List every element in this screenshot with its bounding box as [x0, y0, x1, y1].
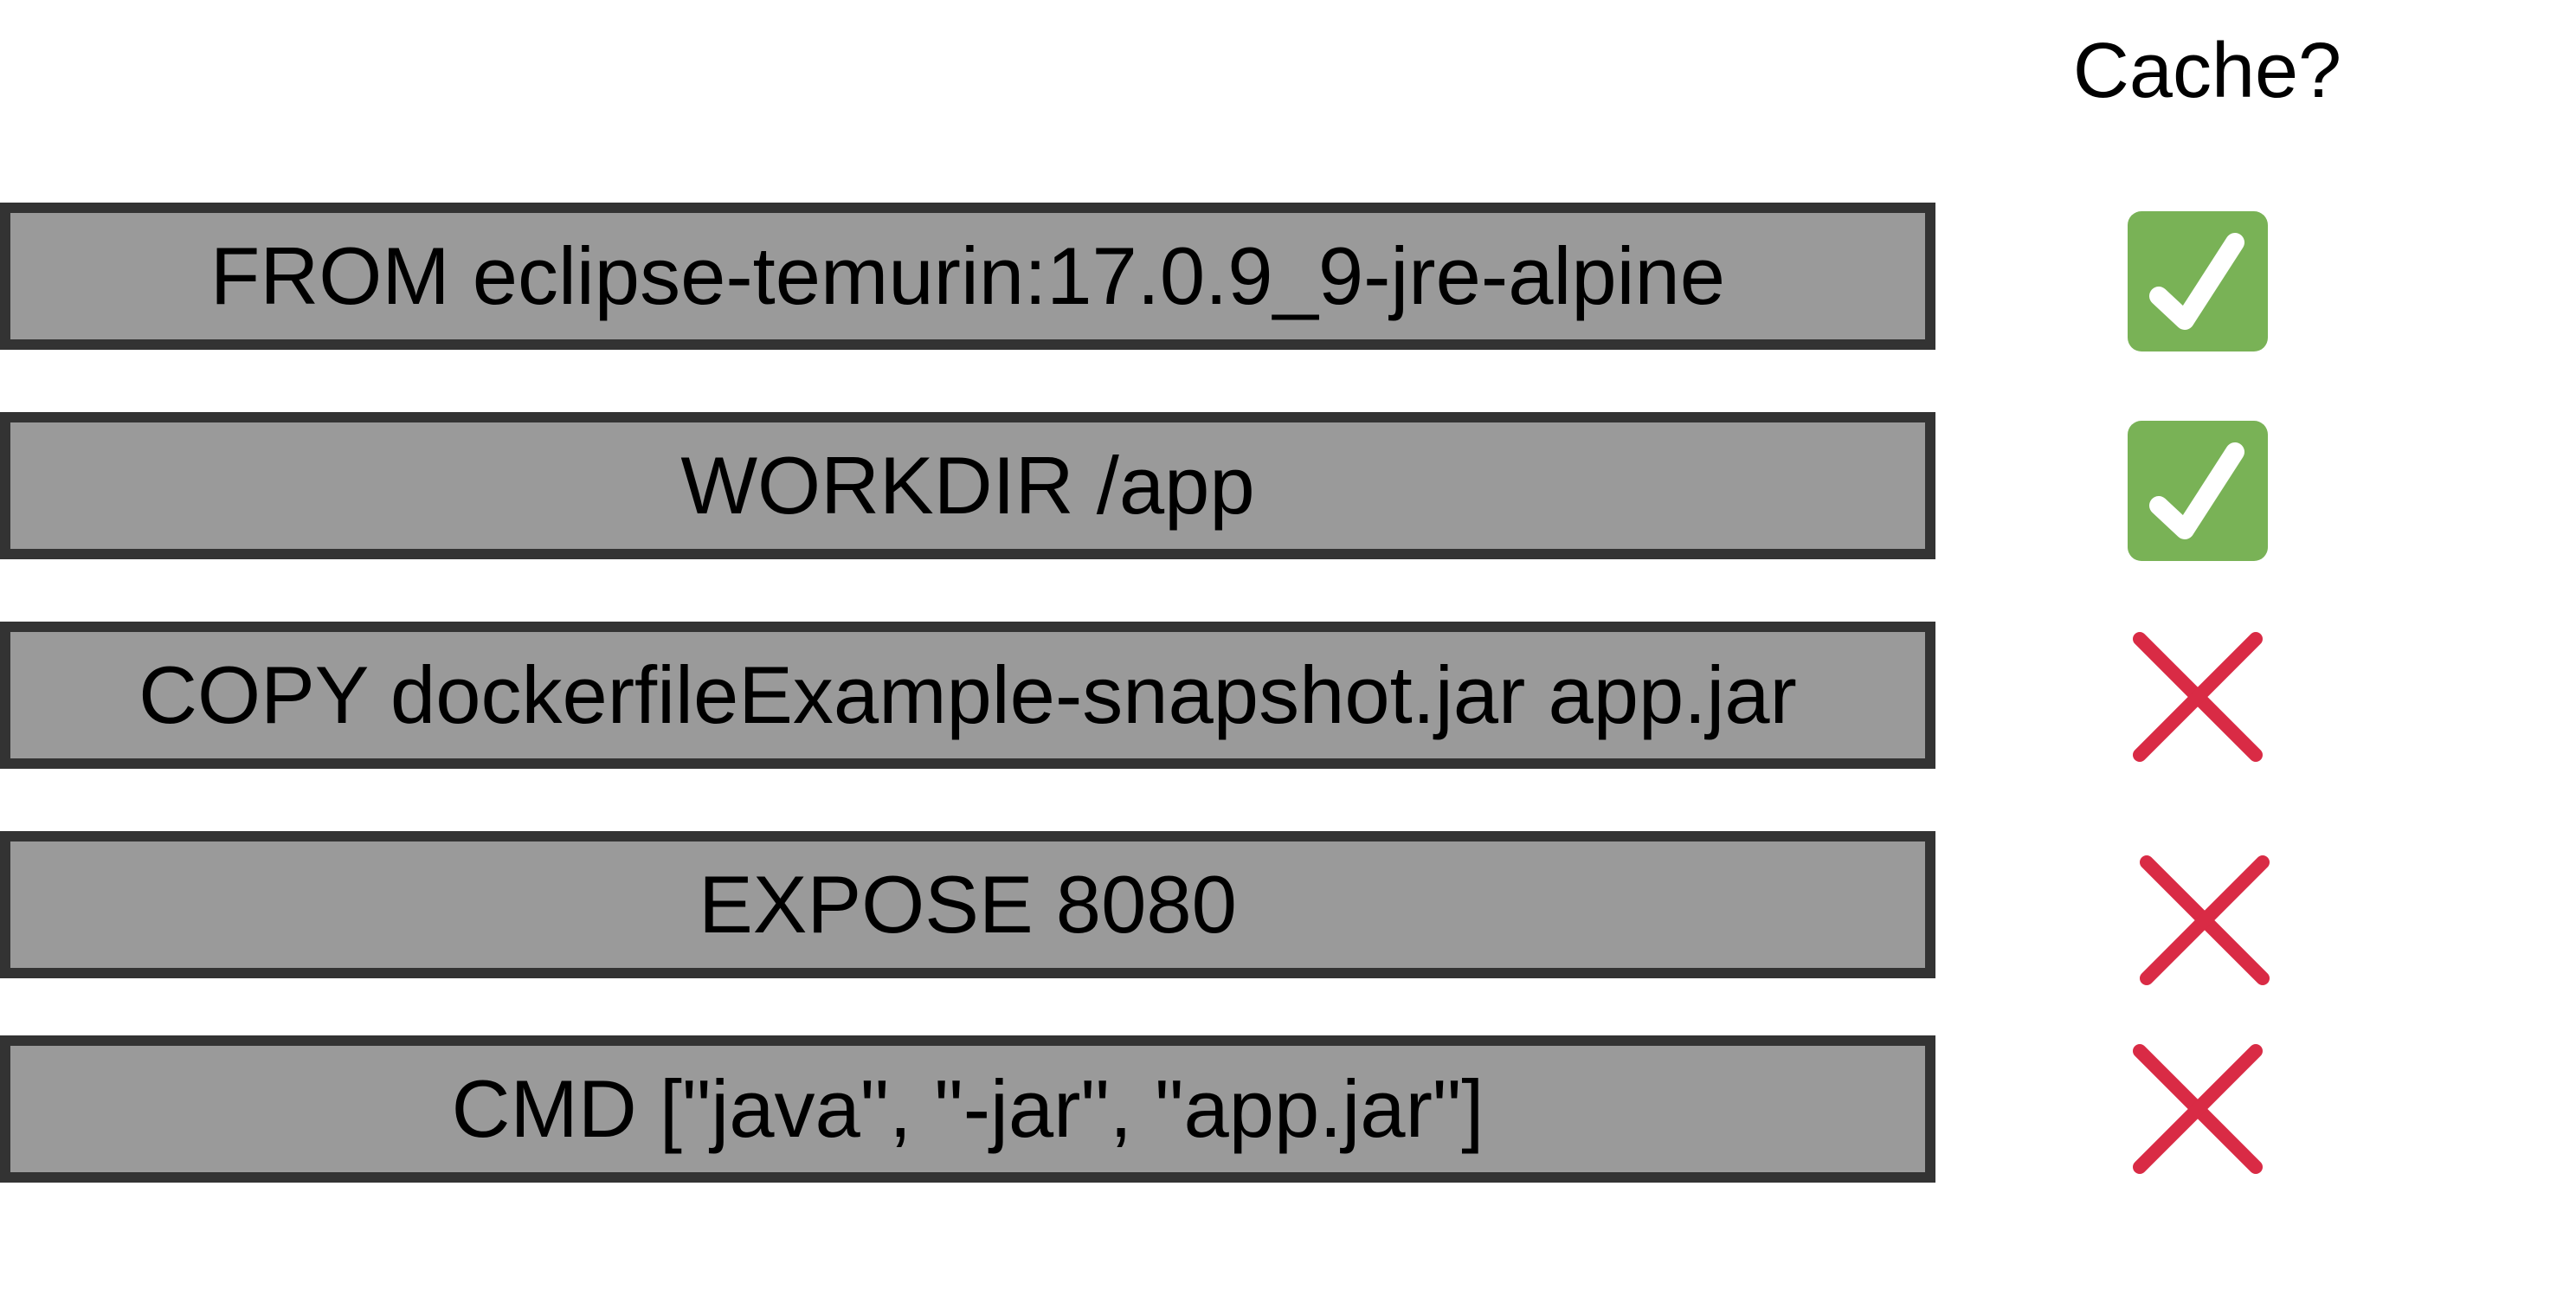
cross-icon	[2133, 632, 2263, 762]
layer-instruction: EXPOSE 8080	[699, 859, 1237, 950]
layer-cmd: CMD ["java", "-jar", "app.jar"]	[0, 1035, 1935, 1183]
cross-icon	[2133, 1044, 2263, 1174]
cache-column-header: Cache?	[2072, 28, 2342, 114]
cache-status-expose	[2135, 848, 2282, 996]
cache-status-from	[2128, 206, 2275, 353]
layer-instruction: COPY dockerfileExample-snapshot.jar app.…	[138, 649, 1797, 740]
layer-instruction: WORKDIR /app	[680, 440, 1255, 531]
layer-instruction: FROM eclipse-temurin:17.0.9_9-jre-alpine	[209, 230, 1726, 321]
layer-instruction: CMD ["java", "-jar", "app.jar"]	[451, 1063, 1484, 1154]
layer-workdir: WORKDIR /app	[0, 412, 1935, 559]
cache-status-cmd	[2128, 1037, 2275, 1184]
layer-from: FROM eclipse-temurin:17.0.9_9-jre-alpine	[0, 203, 1935, 350]
cache-status-copy	[2128, 625, 2275, 772]
layer-copy: COPY dockerfileExample-snapshot.jar app.…	[0, 622, 1935, 769]
checkmark-icon	[2128, 211, 2268, 351]
checkmark-icon	[2128, 421, 2268, 561]
cache-status-workdir	[2128, 416, 2275, 563]
cross-icon	[2140, 855, 2270, 985]
layer-expose: EXPOSE 8080	[0, 831, 1935, 978]
